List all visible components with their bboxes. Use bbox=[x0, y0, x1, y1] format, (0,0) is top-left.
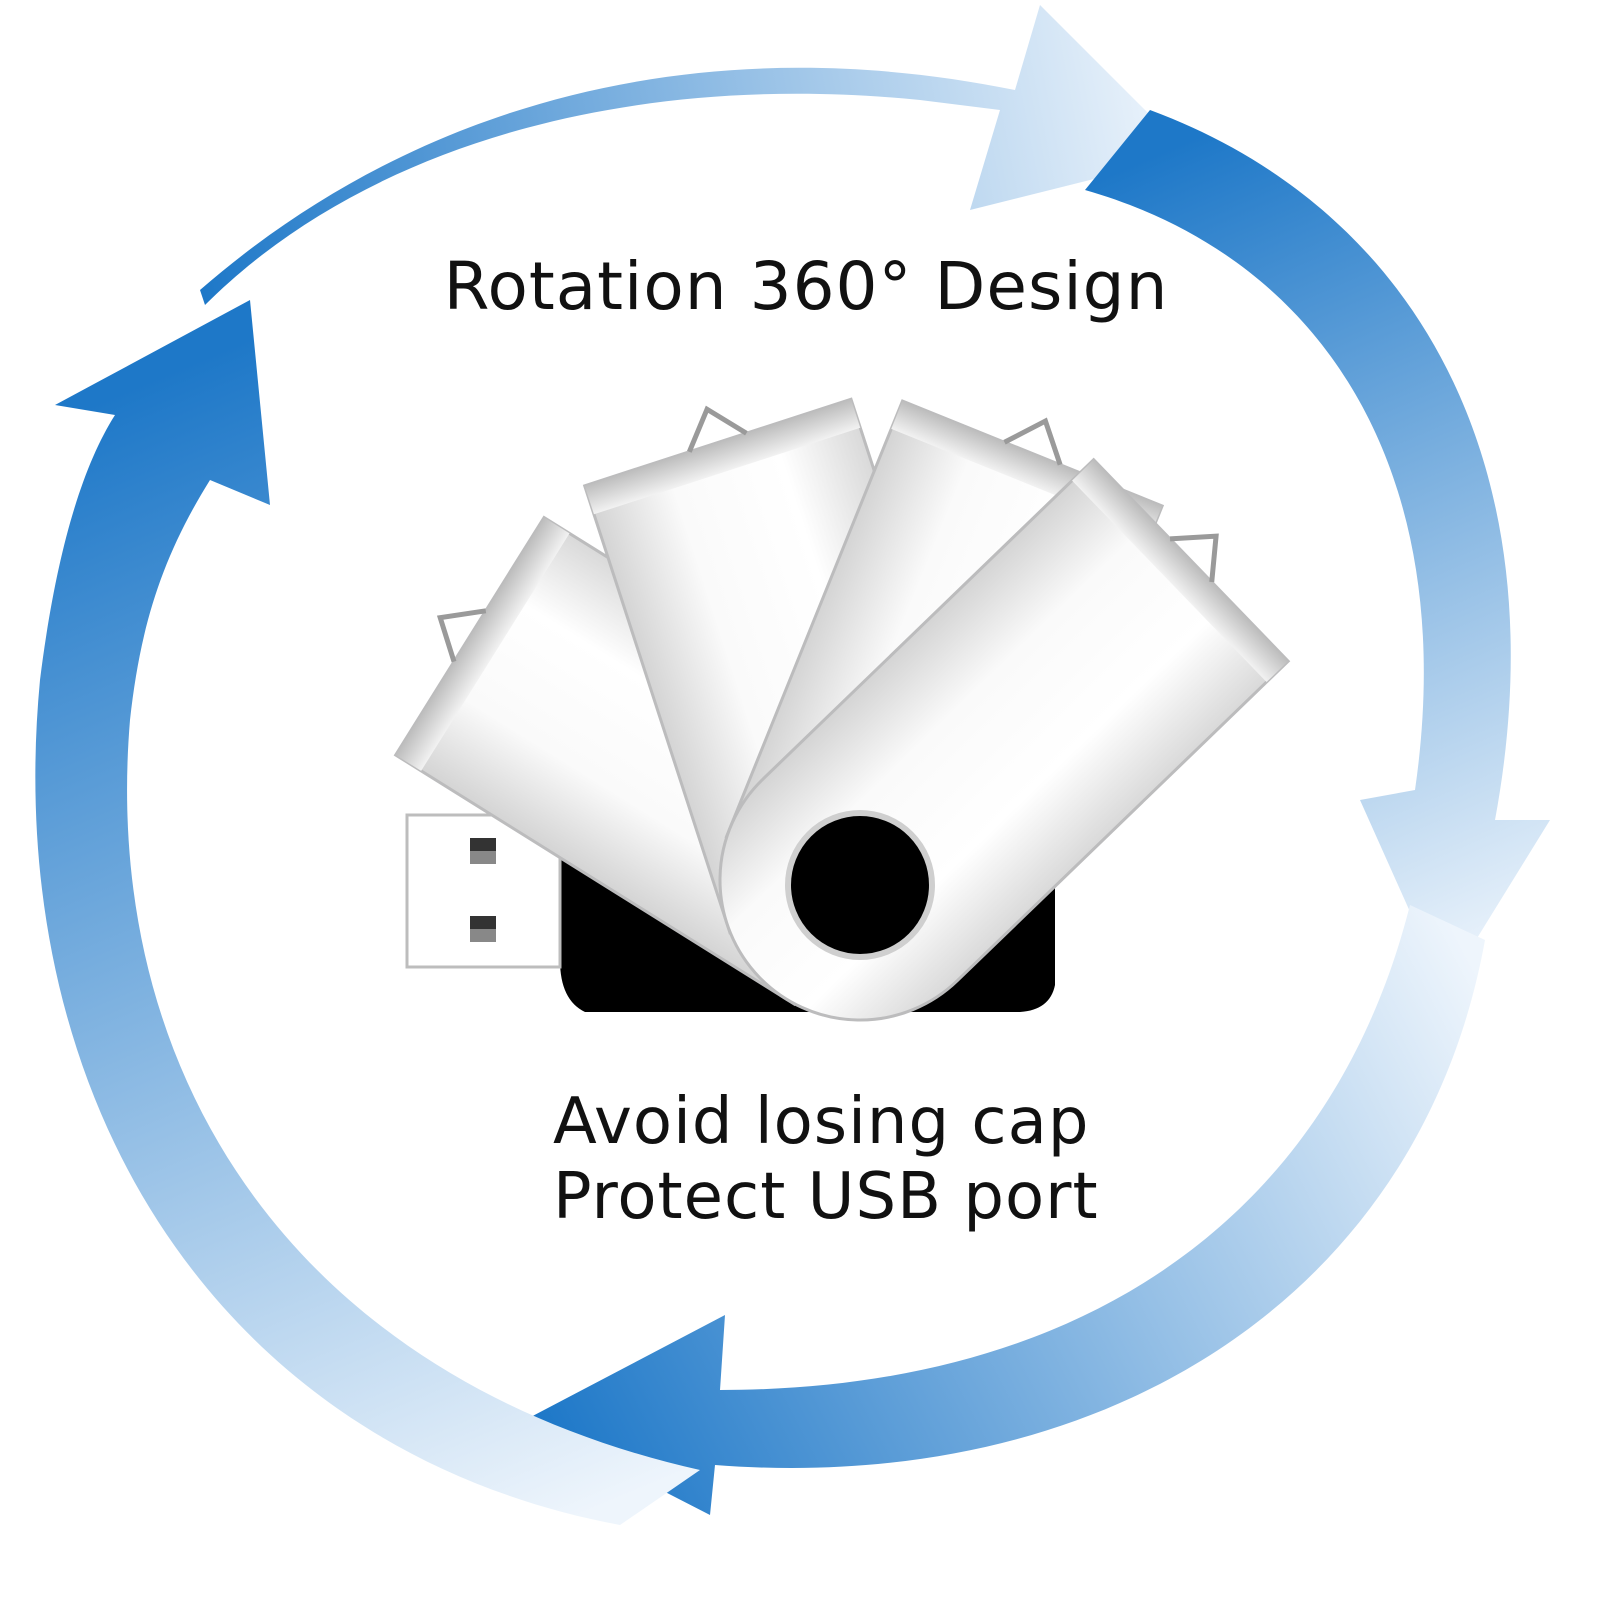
feature-title: Rotation 360° Design bbox=[443, 248, 1169, 325]
usb-flash-drive-icon bbox=[394, 397, 1291, 1022]
arrow-left bbox=[35, 300, 700, 1525]
circular-arrows-icon bbox=[35, 5, 1550, 1525]
arrow-top bbox=[200, 5, 1190, 305]
feature-line-protect-usb-port: Protect USB port bbox=[553, 1160, 1099, 1234]
feature-line-avoid-losing-cap: Avoid losing cap bbox=[553, 1085, 1090, 1159]
pivot-hole bbox=[785, 810, 935, 960]
arrow-right bbox=[1085, 110, 1550, 990]
